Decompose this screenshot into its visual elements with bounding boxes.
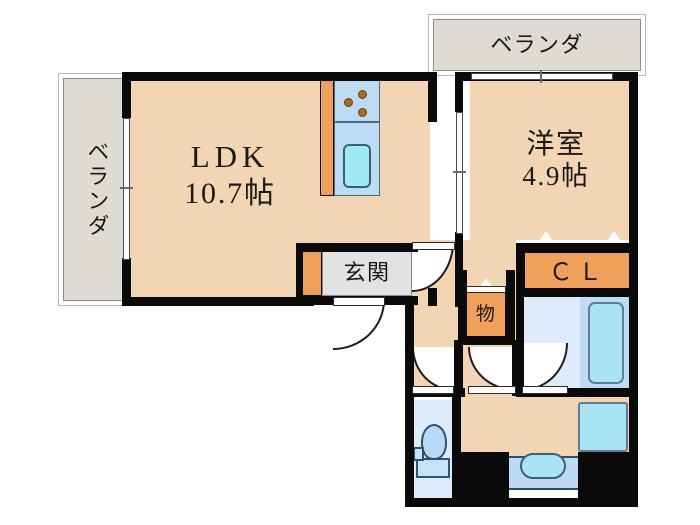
burner-icon-3 <box>358 108 367 117</box>
wall-hall-right-lower <box>428 288 437 306</box>
wall-ldk-left-upper <box>122 72 131 114</box>
bathtub <box>588 302 624 384</box>
toilet-tank <box>416 458 450 478</box>
closet-label: ＣＬ <box>548 259 608 286</box>
bathroom-door-leaf[interactable] <box>522 386 568 394</box>
balcony-top <box>433 19 641 71</box>
wall-entrance-left <box>296 243 303 303</box>
toilet-door-leaf[interactable] <box>412 386 454 394</box>
bedroom-balcony-window-left[interactable] <box>471 73 543 80</box>
ldk-sliding-window-upper[interactable] <box>123 118 130 190</box>
bedroom-sliding-door-lower[interactable] <box>456 172 463 234</box>
balcony-top-label: ベランダ <box>490 31 584 57</box>
storage-door-panel <box>466 286 506 293</box>
closet-hanger-tick-icon-right <box>605 231 623 244</box>
storage-closet <box>466 292 506 338</box>
bedroom-balcony-window-mullion <box>540 70 542 83</box>
entrance-label: 玄関 <box>343 259 391 285</box>
wall-closet-top <box>516 243 638 252</box>
wall-bottom-left <box>405 498 638 507</box>
washroom-door-leaf[interactable] <box>468 386 516 394</box>
ldk-label-room-name: LDK <box>190 138 270 174</box>
wall-bath-bottom <box>516 388 634 397</box>
wall-ldk-bottom <box>122 297 314 306</box>
wall-hallway-divider-mid <box>454 340 463 396</box>
bedroom-door-mullion <box>453 171 466 173</box>
wall-hall-left-lower <box>405 296 414 506</box>
bedroom-label-area: 4.9帖 <box>522 161 590 192</box>
wall-entrance-top <box>296 243 418 252</box>
window-ldk-frame-bottom <box>122 258 131 268</box>
burner-icon-2 <box>358 90 367 99</box>
wall-ldk-left-lower <box>122 266 131 306</box>
kitchen-sink <box>343 144 371 188</box>
wall-storage-bottom <box>461 336 515 345</box>
window-ldk-frame-top <box>122 110 131 118</box>
wall-bath-right <box>629 243 638 506</box>
kitchen-stove <box>334 80 380 122</box>
ldk-sliding-window-lower[interactable] <box>123 188 130 260</box>
bedroom-sliding-door-upper[interactable] <box>456 112 463 174</box>
washbasin-bowl <box>520 453 566 479</box>
entrance-inner-door-leaf[interactable] <box>333 297 385 306</box>
toilet-lever-icon <box>413 447 424 461</box>
wall-washer-right-fill <box>629 388 638 506</box>
wall-vanity-front <box>461 452 509 498</box>
ldk-window-mullion <box>120 187 133 189</box>
wall-hall-right-upper <box>428 72 437 122</box>
bedroom-label-room-name: 洋室 <box>526 128 586 160</box>
closet-hanger-tick-icon-left <box>537 231 555 244</box>
bedroom-floor <box>470 78 632 240</box>
kitchen-side-cabinet <box>320 80 334 196</box>
wall-closet-left <box>516 243 524 306</box>
entrance-door-leaf[interactable] <box>412 242 455 250</box>
washing-machine-pan <box>578 402 628 452</box>
wall-bedroom-left-upper <box>455 72 463 112</box>
bedroom-balcony-window-right[interactable] <box>541 73 613 80</box>
wall-bedroom-right <box>629 72 638 252</box>
toilet-bowl <box>421 424 447 460</box>
wall-storage-left <box>458 270 467 342</box>
wall-storage-right <box>506 270 515 342</box>
burner-icon-1 <box>344 98 353 107</box>
wall-bedroom-left-lower <box>455 232 463 252</box>
wall-vanity-right <box>578 452 634 498</box>
wall-toilet-right <box>452 388 461 506</box>
entrance-inner-door-swing <box>333 300 385 350</box>
balcony-left-label: ベランダ <box>84 140 110 239</box>
wall-ldk-top <box>122 72 436 81</box>
storage-label: 物 <box>475 304 497 326</box>
ldk-label-area: 10.7帖 <box>184 176 276 210</box>
wall-hallway-divider-right <box>512 340 521 396</box>
wall-closet-bottom <box>516 288 638 297</box>
